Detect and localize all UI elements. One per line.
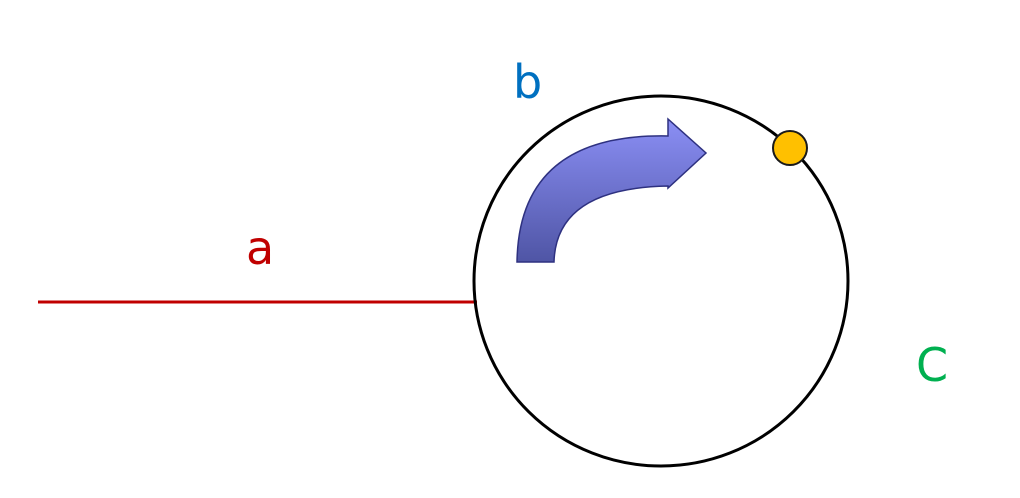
curved-arrow-icon [516, 117, 708, 263]
point-dot [772, 130, 808, 166]
label-b: b [513, 55, 542, 109]
label-c: C [916, 338, 948, 392]
label-a: a [246, 221, 274, 275]
circle [472, 94, 850, 468]
